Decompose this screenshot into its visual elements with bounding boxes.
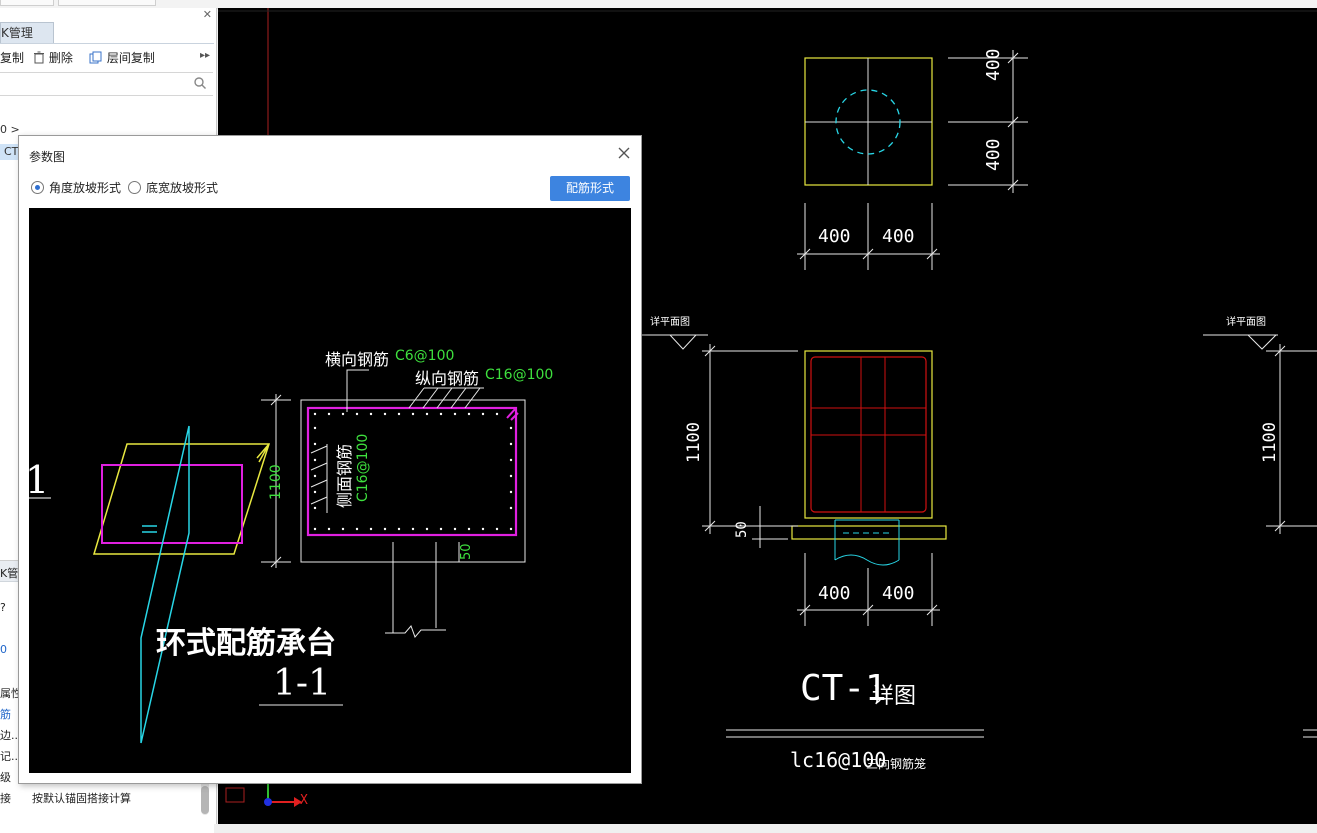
- property-row[interactable]: 级: [0, 771, 11, 784]
- bottom-dimension: 50: [459, 543, 474, 560]
- radio-selected-icon[interactable]: [31, 180, 44, 194]
- diagram-drawing: [29, 369, 526, 744]
- copy-button[interactable]: 复制: [0, 50, 24, 66]
- radio-unselected-icon[interactable]: [128, 180, 141, 194]
- side-rebar-label: 侧面钢筋: [335, 443, 354, 508]
- parameter-diagram: 横向钢筋 C6@100 纵向钢筋 C16@100 侧面钢筋 C16@100 11…: [29, 208, 631, 773]
- tree-item-selected[interactable]: CT: [0, 144, 18, 160]
- radio-label: 底宽放坡形式: [146, 180, 219, 195]
- cad-drawing: [218, 8, 1317, 807]
- search-icon[interactable]: [193, 76, 207, 90]
- top-tab-button[interactable]: [58, 0, 156, 6]
- dim-label: 400: [983, 48, 1004, 81]
- property-row[interactable]: ?: [0, 601, 6, 614]
- left-cut-marker: 1: [29, 458, 50, 502]
- property-row[interactable]: 属性: [0, 687, 22, 700]
- side-rebar-value: C16@100: [355, 433, 371, 502]
- dim-label: 400: [818, 583, 851, 604]
- drawing-title: CT-1: [800, 668, 887, 709]
- tab-component-management[interactable]: K管理: [0, 22, 54, 44]
- section-label: 详平面图: [650, 317, 690, 328]
- radio-label: 角度放坡形式: [49, 180, 122, 195]
- property-row[interactable]: 接: [0, 792, 11, 805]
- property-row[interactable]: 0: [0, 643, 7, 656]
- radio-angle-slope[interactable]: 角度放坡形式: [31, 179, 121, 195]
- close-icon[interactable]: [617, 146, 631, 160]
- more-icon[interactable]: ▸▸: [199, 50, 210, 61]
- dim-label: 400: [882, 226, 915, 247]
- section-label: 详平面图: [1226, 317, 1266, 328]
- tree-item-label: CT: [4, 145, 19, 158]
- top-tab-button[interactable]: [0, 0, 54, 6]
- longitudinal-rebar-value: C16@100: [485, 367, 554, 383]
- panel-toolbar: 复制 删除 层间复制 ▸▸: [0, 46, 214, 70]
- property-header-label: K管:: [0, 567, 22, 580]
- axis-x-label: X: [300, 793, 308, 808]
- parameter-diagram-dialog: 参数图 角度放坡形式 底宽放坡形式 配筋形式: [18, 135, 642, 784]
- drawing-title-suffix: 详图: [872, 684, 917, 709]
- trash-icon: [34, 51, 44, 64]
- copy-layers-icon: [89, 51, 102, 64]
- longitudinal-rebar-label: 纵向钢筋: [415, 369, 480, 388]
- tree-item[interactable]: 0 >: [0, 123, 20, 136]
- floor-copy-label: 层间复制: [106, 51, 155, 65]
- dim-label: 400: [882, 583, 915, 604]
- copy-label: 复制: [0, 51, 25, 65]
- radio-width-slope[interactable]: 底宽放坡形式: [128, 179, 218, 195]
- section-number: 1-1: [273, 663, 331, 704]
- scrollbar-thumb[interactable]: [201, 786, 209, 814]
- dim-label: 400: [983, 138, 1004, 171]
- floor-copy-button[interactable]: 层间复制: [89, 50, 155, 66]
- rebar-dots: [313, 412, 513, 531]
- property-row[interactable]: 边...: [0, 729, 22, 742]
- rebar-form-button[interactable]: 配筋形式: [550, 176, 630, 201]
- property-row[interactable]: 记...: [0, 750, 22, 763]
- dim-label: 400: [818, 226, 851, 247]
- transverse-rebar-label: 横向钢筋: [325, 350, 390, 369]
- dim-label: 50: [734, 521, 750, 538]
- property-row[interactable]: 筋: [0, 708, 11, 721]
- drawing-note: lc16@100: [790, 748, 887, 772]
- tab-divider: [0, 43, 214, 44]
- transverse-rebar-value: C6@100: [395, 348, 455, 364]
- close-icon[interactable]: ✕: [202, 8, 212, 21]
- height-dimension: 1100: [268, 464, 284, 500]
- diagram-caption: 环式配筋承台: [156, 626, 336, 661]
- dim-label: 1100: [1260, 422, 1280, 463]
- search-input[interactable]: [0, 72, 213, 96]
- tab-label: K管理: [1, 26, 33, 40]
- delete-label: 删除: [48, 51, 73, 65]
- property-value[interactable]: 按默认锚固搭接计算: [32, 792, 131, 805]
- dialog-title: 参数图: [29, 150, 66, 164]
- delete-button[interactable]: 删除: [33, 50, 73, 66]
- dim-label: 1100: [684, 422, 704, 463]
- drawing-note-suffix: 三向钢筋笼: [866, 757, 927, 771]
